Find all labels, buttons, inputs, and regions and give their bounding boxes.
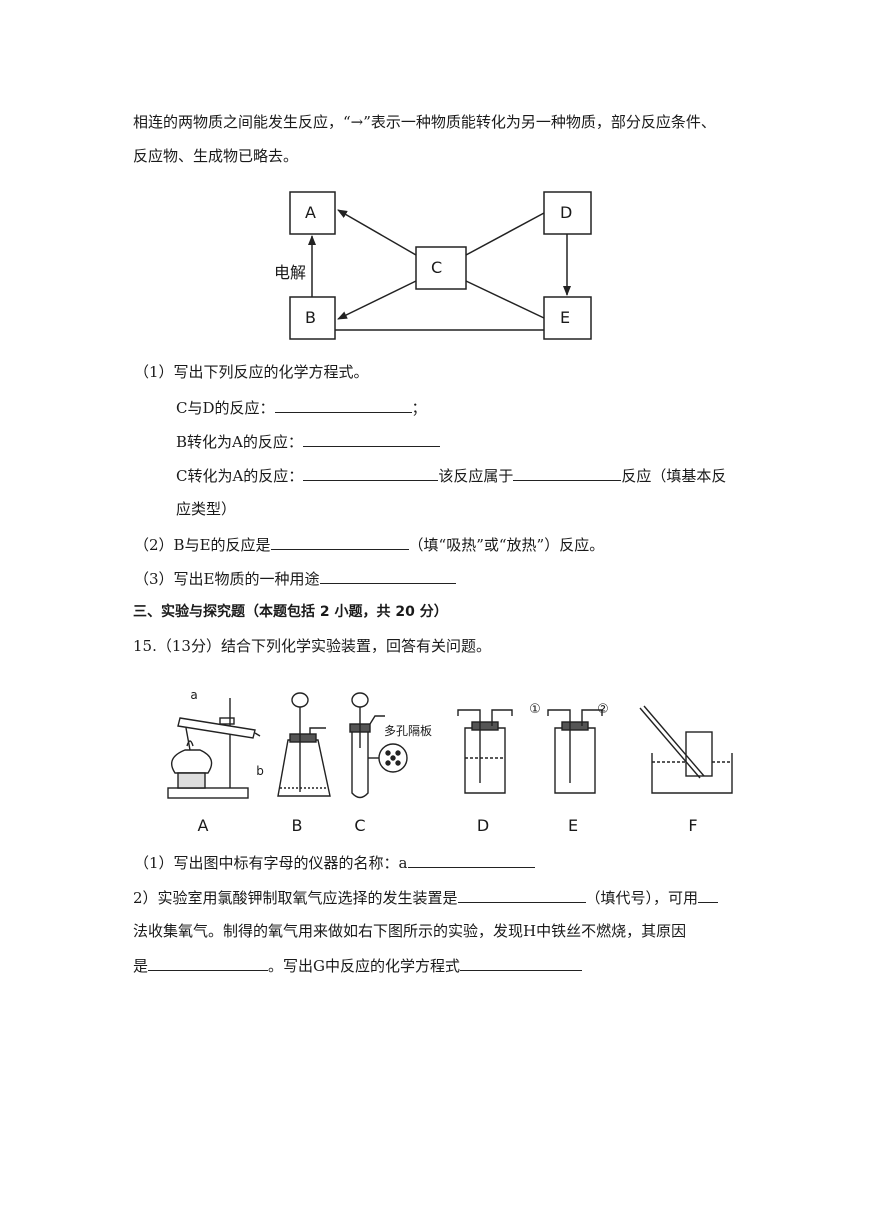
edge-c-e bbox=[465, 280, 545, 319]
q14-cd-suffix: ； bbox=[411, 399, 427, 417]
q14-ca-blank-1[interactable] bbox=[303, 465, 439, 481]
q15-header: 15.（13分）结合下列化学实验装置，回答有关问题。 bbox=[133, 637, 491, 655]
q14-ba-prefix: B转化为A的反应： bbox=[176, 433, 303, 451]
q14-cd-blank[interactable] bbox=[274, 397, 412, 413]
apparatus-label-d: D bbox=[476, 816, 490, 835]
node-c-box bbox=[415, 246, 467, 290]
q14-ca-suffix: 反应（填基本反 bbox=[621, 467, 727, 485]
q15-p1-prefix: （1）写出图中标有字母的仪器的名称：a bbox=[134, 854, 408, 872]
q14-ca-blank-2[interactable] bbox=[513, 465, 622, 481]
apparatus-figure bbox=[167, 692, 733, 799]
q14-p2-blank[interactable] bbox=[270, 534, 409, 550]
q14-ca-cont: 应类型） bbox=[176, 500, 237, 518]
section3-title: 三、实验与探究题（本题包括 2 小题，共 20 分） bbox=[133, 604, 448, 620]
apparatus-f bbox=[639, 705, 733, 794]
edge-c-to-b bbox=[337, 280, 417, 320]
q14-p2-prefix: （2）B与E的反应是 bbox=[134, 536, 271, 554]
q15-p2-blank-4[interactable] bbox=[460, 955, 582, 971]
node-a-box bbox=[289, 191, 336, 235]
apparatus-label-c: C bbox=[354, 816, 366, 835]
q14-cd-prefix: C与D的反应： bbox=[176, 399, 275, 417]
apparatus-label-f: F bbox=[688, 816, 698, 835]
q14-p3-prefix: （3）写出E物质的一种用途 bbox=[134, 570, 320, 588]
porous-plate-label: 多孔隔板 bbox=[383, 724, 432, 738]
inline-label-b: b bbox=[256, 764, 264, 778]
node-e-box bbox=[543, 296, 592, 340]
node-e-label: E bbox=[560, 308, 571, 327]
apparatus-b bbox=[277, 692, 331, 797]
node-a-label: A bbox=[305, 203, 316, 222]
edge-c-to-a bbox=[337, 209, 417, 256]
intro-line-2: 反应物、生成物已略去。 bbox=[133, 147, 299, 165]
node-b-box bbox=[289, 296, 336, 340]
apparatus-label-e: E bbox=[567, 816, 579, 835]
apparatus-a bbox=[167, 698, 261, 799]
q14-part1: （1）写出下列反应的化学方程式。 bbox=[134, 363, 369, 381]
apparatus-e bbox=[547, 709, 603, 794]
q15-p2-blank-3[interactable] bbox=[148, 955, 269, 971]
q14-ba-blank[interactable] bbox=[302, 431, 440, 447]
node-d-label: D bbox=[560, 203, 573, 222]
q15-p2-mid: （填代号），可用 bbox=[585, 889, 699, 907]
inline-label-a: a bbox=[190, 688, 198, 702]
q15-part2-line1: 2）实验室用氯酸钾制取氧气应选择的发生装置是 （填代号），可用 bbox=[133, 887, 719, 908]
edge-c-d bbox=[465, 212, 545, 256]
q15-part2-line3: 是 。写出G中反应的化学方程式 bbox=[133, 955, 582, 976]
q15-p1-blank[interactable] bbox=[407, 852, 535, 868]
q14-p3-blank[interactable] bbox=[319, 568, 456, 584]
q14-ba-line: B转化为A的反应： bbox=[176, 431, 440, 452]
q15-p2-prefix: 2）实验室用氯酸钾制取氧气应选择的发生装置是 bbox=[133, 889, 458, 907]
relationship-diagram bbox=[289, 191, 592, 340]
apparatus-label-a: A bbox=[197, 816, 209, 835]
q14-part2: （2）B与E的反应是 （填“吸热”或“放热”）反应。 bbox=[134, 534, 604, 555]
q14-p2-suffix: （填“吸热”或“放热”）反应。 bbox=[408, 536, 605, 554]
node-d-box bbox=[543, 191, 592, 235]
node-c-label: C bbox=[431, 258, 443, 277]
apparatus-c bbox=[349, 692, 408, 799]
q15-p2-blank-1[interactable] bbox=[457, 887, 586, 903]
q14-ca-line: C转化为A的反应： 该反应属于 反应（填基本反 bbox=[176, 465, 726, 486]
apparatus-label-b: B bbox=[291, 816, 303, 835]
q15-p2-blank-2[interactable] bbox=[698, 887, 719, 903]
q14-ca-prefix: C转化为A的反应： bbox=[176, 467, 304, 485]
port-1-label: ① bbox=[529, 702, 541, 717]
q15-part1: （1）写出图中标有字母的仪器的名称：a bbox=[134, 852, 535, 873]
node-b-label: B bbox=[305, 308, 316, 327]
apparatus-d bbox=[457, 709, 513, 794]
port-2-label: ② bbox=[597, 702, 609, 717]
q14-ca-mid: 该反应属于 bbox=[438, 467, 514, 485]
q15-p2-line3-mid: 。写出G中反应的化学方程式 bbox=[268, 957, 460, 975]
electrolysis-label: 电解 bbox=[274, 263, 307, 282]
q14-part3: （3）写出E物质的一种用途 bbox=[134, 568, 456, 589]
q14-cd-line: C与D的反应： ； bbox=[176, 397, 427, 418]
q15-part2-line2: 法收集氧气。制得的氧气用来做如右下图所示的实验，发现H中铁丝不燃烧，其原因 bbox=[133, 922, 687, 940]
q15-p2-line3-prefix: 是 bbox=[133, 957, 149, 975]
intro-line-1: 相连的两物质之间能发生反应，“→”表示一种物质能转化为另一种物质，部分反应条件、 bbox=[133, 113, 716, 131]
